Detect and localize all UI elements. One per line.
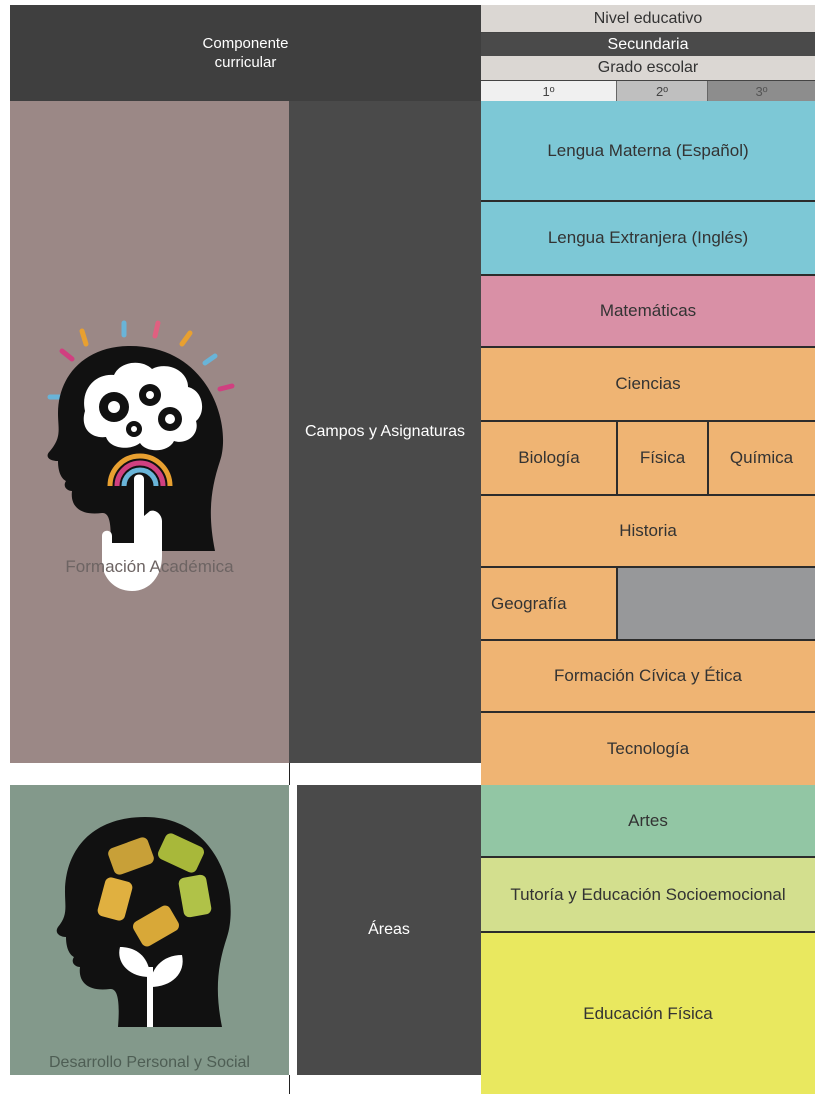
subject-ciencias: Ciencias: [481, 348, 815, 422]
separator-line: [289, 763, 290, 785]
secundaria-cell: Secundaria: [481, 33, 815, 56]
grid-divider: [616, 568, 618, 641]
grade-3-cell: 3º: [708, 81, 815, 101]
subject-tutoria: Tutoría y Educación Socioemocional: [481, 858, 815, 933]
subject-artes: Artes: [481, 785, 815, 858]
header-component-cell: Componente curricular: [10, 5, 481, 101]
component-title: Componente curricular: [202, 35, 289, 71]
grade-2-cell: 2º: [617, 81, 708, 101]
subject-matematicas: Matemáticas: [481, 276, 815, 348]
grado-escolar-cell: Grado escolar: [481, 56, 815, 81]
subject-lengua-extranjera: Lengua Extranjera (Inglés): [481, 202, 815, 276]
brain-gears-icon: [47, 320, 235, 591]
subject-lengua-materna: Lengua Materna (Español): [481, 101, 815, 202]
empty-grade-block: [617, 568, 815, 641]
areas-cell: Áreas: [297, 785, 481, 1075]
subject-fisica: Física: [617, 422, 708, 496]
subject-tecnologia: Tecnología: [481, 713, 815, 785]
subject-formacion-civica: Formación Cívica y Ética: [481, 641, 815, 713]
head-hands-plant-icon: [56, 817, 231, 1027]
grid-divider: [707, 422, 709, 496]
subject-historia: Historia: [481, 496, 815, 568]
formacion-academica-label: Formación Académica: [65, 557, 234, 576]
campos-asignaturas-cell: Campos y Asignaturas: [289, 101, 481, 763]
subject-biologia: Biología: [481, 422, 617, 496]
subject-educacion-fisica: Educación Física: [481, 933, 815, 1094]
grade-1-cell: 1º: [481, 81, 617, 101]
desarrollo-personal-label: Desarrollo Personal y Social: [49, 1054, 250, 1071]
grid-divider: [616, 422, 618, 496]
formacion-academica-panel: [10, 101, 289, 763]
separator-line: [289, 1075, 290, 1094]
subject-quimica: Química: [708, 422, 815, 496]
subject-geografia: Geografía: [481, 568, 617, 641]
nivel-educativo-cell: Nivel educativo: [481, 5, 815, 33]
desarrollo-personal-panel: [10, 785, 289, 1075]
